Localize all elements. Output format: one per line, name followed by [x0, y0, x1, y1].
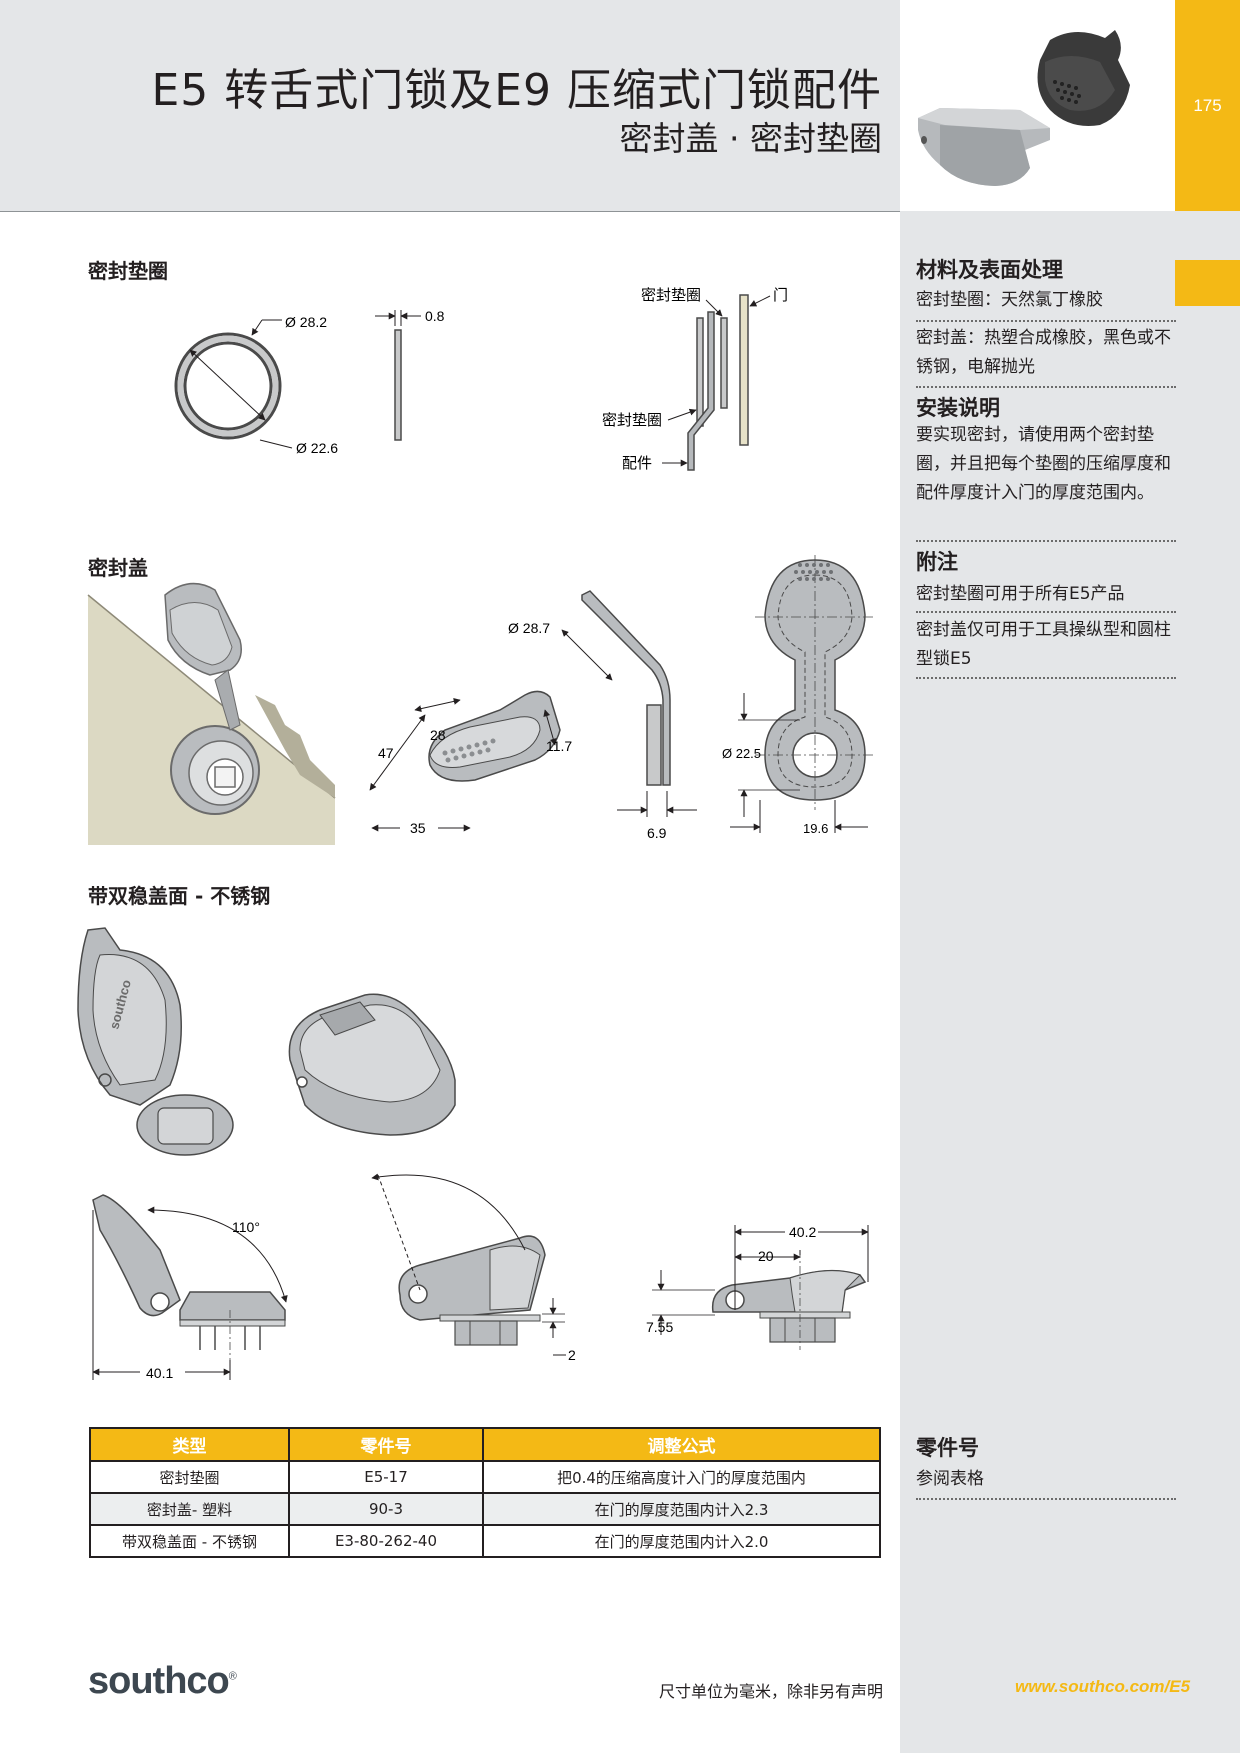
divider: [916, 540, 1176, 542]
cover-dia-22-5: Ø 22.5: [722, 746, 761, 761]
note-1: 密封垫圈可用于所有E5产品: [916, 584, 1125, 604]
dim-20: 20: [758, 1248, 774, 1264]
header-accent-tab: [1175, 0, 1240, 211]
cover-drawing: 47 28 11.7 35 Ø 28.7 6.9 Ø 22.5 19.6: [87, 555, 875, 845]
sidebar: [900, 211, 1240, 1753]
table-header-type: 类型: [89, 1427, 290, 1462]
table-cell: 在门的厚度范围内计入2.3: [482, 1492, 881, 1526]
gasket-thickness: 0.8: [425, 308, 445, 324]
divider: [916, 677, 1176, 679]
bistable-section-title: 带双稳盖面 - 不锈钢: [88, 884, 271, 908]
registered-mark: ®: [228, 1670, 237, 1683]
table-header-formula: 调整公式: [482, 1427, 881, 1462]
southco-logo: southco®: [88, 1660, 237, 1703]
install-heading: 安装说明: [916, 396, 1000, 420]
units-note: 尺寸单位为毫米，除非另有声明: [658, 1682, 883, 1701]
page-subtitle: 密封盖 · 密封垫圈: [619, 119, 882, 158]
page-number: 175: [1193, 96, 1222, 115]
header-product-photo: [900, 0, 1175, 211]
label-gasket-bottom: 密封垫圈: [602, 412, 662, 429]
open-angle: 110°: [232, 1219, 260, 1235]
divider: [916, 1498, 1176, 1500]
label-door: 门: [773, 287, 788, 304]
notes-heading: 附注: [916, 550, 958, 574]
website-link[interactable]: www.southco.com/E5: [1015, 1677, 1191, 1696]
gasket-section-title: 密封垫圈: [88, 259, 168, 283]
table-header-part: 零件号: [288, 1427, 484, 1462]
cover-dim-47: 47: [378, 745, 394, 761]
table-header-row: 类型 零件号 调整公式: [89, 1427, 881, 1462]
table-row: 密封垫圈 E5-17 把0.4的压缩高度计入门的厚度范围内: [89, 1460, 881, 1494]
gasket-inner-dia: Ø 22.6: [296, 440, 338, 456]
divider: [916, 386, 1176, 388]
sidebar-accent-tab: [1175, 260, 1240, 306]
cover-dim-35: 35: [410, 820, 426, 836]
logo-text: southco: [88, 1660, 230, 1702]
cover-dia-28-7: Ø 28.7: [508, 620, 550, 636]
page-title: E5 转舌式门锁及E9 压缩式门锁配件: [151, 65, 882, 116]
table-cell: 密封垫圈: [89, 1460, 290, 1494]
bistable-drawing: southco 110° 40.1 2 40.2 20: [77, 927, 869, 1381]
note-2: 密封盖仅可用于工具操纵型和圆柱型锁E5: [916, 620, 1171, 669]
table-row: 密封盖- 塑料 90-3 在门的厚度范围内计入2.3: [89, 1492, 881, 1526]
cover-dim-11-7: 11.7: [546, 738, 572, 754]
part-number-text: 参阅表格: [916, 1469, 984, 1489]
gasket-drawing: Ø 28.2 Ø 22.6 0.8 密封垫圈 门 密封垫圈 配件: [174, 287, 788, 472]
dim-40-1: 40.1: [146, 1365, 173, 1381]
dim-2: 2: [568, 1347, 576, 1363]
part-table: 类型 零件号 调整公式 密封垫圈 E5-17 把0.4的压缩高度计入门的厚度范围…: [89, 1427, 881, 1558]
cover-dim-28: 28: [430, 727, 446, 743]
table-cell: 90-3: [288, 1492, 484, 1526]
table-cell: E3-80-262-40: [288, 1524, 484, 1558]
cover-dim-19-6: 19.6: [803, 821, 828, 836]
table-cell: 密封盖- 塑料: [89, 1492, 290, 1526]
table-cell: 把0.4的压缩高度计入门的厚度范围内: [482, 1460, 881, 1494]
label-gasket-top: 密封垫圈: [641, 287, 701, 304]
table-cell: 带双稳盖面 - 不锈钢: [89, 1524, 290, 1558]
table-cell: 在门的厚度范围内计入2.0: [482, 1524, 881, 1558]
cover-section-title: 密封盖: [88, 556, 148, 580]
dim-7-55: 7.55: [646, 1319, 673, 1335]
materials-heading: 材料及表面处理: [916, 258, 1063, 282]
install-text: 要实现密封，请使用两个密封垫圈，并且把每个垫圈的压缩厚度和配件厚度计入门的厚度范…: [916, 425, 1171, 503]
label-fitting: 配件: [622, 455, 652, 472]
divider: [916, 611, 1176, 613]
materials-gasket: 密封垫圈：天然氯丁橡胶: [916, 290, 1103, 310]
divider: [916, 320, 1176, 322]
table-row: 带双稳盖面 - 不锈钢 E3-80-262-40 在门的厚度范围内计入2.0: [89, 1524, 881, 1558]
header-band: [0, 0, 900, 212]
gasket-outer-dia: Ø 28.2: [285, 314, 327, 330]
materials-cover: 密封盖：热塑合成橡胶，黑色或不锈钢，电解抛光: [916, 328, 1171, 377]
dim-40-2: 40.2: [789, 1224, 816, 1240]
part-number-heading: 零件号: [916, 1436, 979, 1460]
table-cell: E5-17: [288, 1460, 484, 1494]
cover-dim-6-9: 6.9: [647, 825, 667, 841]
